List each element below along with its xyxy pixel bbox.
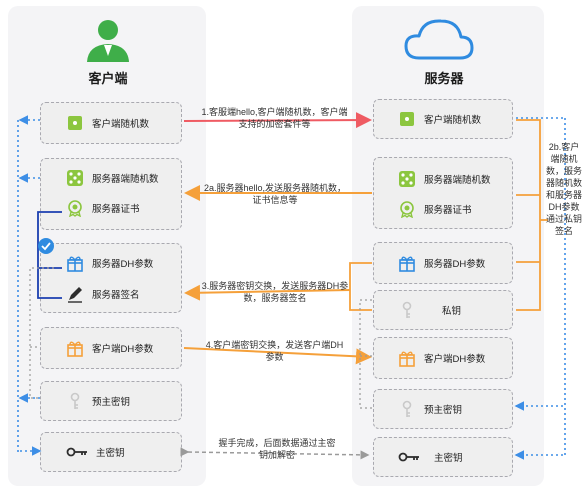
private-key-label: 私钥 xyxy=(442,306,462,317)
arrow-msg-3 xyxy=(349,262,372,311)
server-server-dh-label: 服务器DH参数 xyxy=(424,259,486,270)
client-box-server-dh xyxy=(40,243,182,313)
premaster-label: 预主密钥 xyxy=(92,397,131,408)
cloud-icon xyxy=(404,19,474,60)
dice-icon xyxy=(398,170,416,188)
client-row-client-random: 客户端随机数 xyxy=(66,114,149,132)
client-box-client-dh xyxy=(40,327,182,369)
server-dh-to-premaster xyxy=(359,299,372,409)
server-row-master: 主密钥 xyxy=(398,448,463,466)
server-client-random-label: 客户端随机数 xyxy=(424,115,482,126)
gift-box-icon xyxy=(66,339,84,357)
certificate-badge-icon xyxy=(66,199,84,218)
server-dh-label: 服务器DH参数 xyxy=(92,259,154,270)
key-icon xyxy=(398,301,416,319)
signature-note: 2b.客户端随机数，服务器随机数和服务器DH参数通过私钥签名 xyxy=(546,142,583,236)
key-icon xyxy=(66,443,88,461)
client-row-server-random: 服务器端随机数 xyxy=(66,169,159,187)
verification-bracket xyxy=(37,211,62,299)
message-4-label: 4.客户端密钥交换，发送客户端DH参数 xyxy=(205,340,344,362)
arrow-msg-3-head xyxy=(184,284,351,301)
server-row-client-random: 客户端随机数 xyxy=(398,110,481,128)
check-circle-icon xyxy=(38,238,54,254)
server-box-client-random xyxy=(373,99,513,139)
key-icon xyxy=(66,392,84,410)
message-5-label: 握手完成，后面数据通过主密钥加解密 xyxy=(218,438,336,460)
client-row-master: 主密钥 xyxy=(66,443,125,461)
key-icon xyxy=(398,448,420,466)
server-server-cert-label: 服务器证书 xyxy=(424,205,472,216)
server-box-client-dh xyxy=(373,337,513,379)
server-box-master xyxy=(373,437,513,477)
message-2a-label: 2a.服务器hello,发送服务器随机数，证书信息等 xyxy=(203,183,347,205)
key-icon xyxy=(398,400,416,418)
gift-box-icon xyxy=(398,349,416,367)
server-row-private-key: 私钥 xyxy=(398,301,461,319)
client-dh-label: 客户端DH参数 xyxy=(92,344,154,355)
server-box-server-info xyxy=(373,157,513,229)
client-row-server-dh: 服务器DH参数 xyxy=(66,254,153,272)
server-random-label: 服务器端随机数 xyxy=(92,174,159,185)
client-row-client-dh: 客户端DH参数 xyxy=(66,339,153,357)
server-box-premaster xyxy=(373,389,513,429)
certificate-badge-icon xyxy=(398,200,416,219)
arrow-msg-1 xyxy=(183,112,372,129)
server-cert-label: 服务器证书 xyxy=(92,204,140,215)
client-box-client-random xyxy=(40,102,182,144)
arrow-msg-5 xyxy=(180,447,370,460)
pen-icon xyxy=(66,285,84,303)
server-row-premaster: 预主密钥 xyxy=(398,400,462,418)
server-row-client-dh: 客户端DH参数 xyxy=(398,349,485,367)
server-master-label: 主密钥 xyxy=(434,453,463,464)
server-box-server-dh xyxy=(373,242,513,284)
message-1-label: 1.客服端hello,客户端随机数，客户端支持的加密套件等 xyxy=(201,107,348,129)
dice-icon xyxy=(398,110,416,128)
client-box-master xyxy=(40,432,182,472)
server-row-server-cert: 服务器证书 xyxy=(398,200,472,219)
server-box-private-key xyxy=(373,290,513,330)
server-sig-label: 服务器签名 xyxy=(92,290,140,301)
client-random-label: 客户端随机数 xyxy=(92,119,150,130)
client-row-server-cert: 服务器证书 xyxy=(66,199,140,218)
message-3-label: 3.服务器密钥交换，发送服务器DH参数，服务器签名 xyxy=(201,281,349,303)
server-client-dh-label: 客户端DH参数 xyxy=(424,354,486,365)
signature-bracket xyxy=(516,119,541,311)
server-row-server-dh: 服务器DH参数 xyxy=(398,254,485,272)
client-row-server-sig: 服务器签名 xyxy=(66,285,140,303)
server-row-server-random: 服务器端随机数 xyxy=(398,170,491,188)
server-premaster-label: 预主密钥 xyxy=(424,405,463,416)
user-avatar-icon xyxy=(87,20,129,62)
dice-icon xyxy=(66,169,84,187)
master-label: 主密钥 xyxy=(96,448,125,459)
client-title: 客户端 xyxy=(88,71,128,86)
client-box-premaster xyxy=(40,381,182,421)
arrow-msg-4 xyxy=(183,347,372,365)
dice-icon xyxy=(66,114,84,132)
client-box-server-info xyxy=(40,158,182,230)
client-dh-to-premaster xyxy=(29,267,54,399)
client-row-premaster: 预主密钥 xyxy=(66,392,130,410)
server-title: 服务器 xyxy=(424,71,464,86)
gift-box-icon xyxy=(398,254,416,272)
server-server-random-label: 服务器端随机数 xyxy=(424,175,491,186)
gift-box-icon xyxy=(66,254,84,272)
